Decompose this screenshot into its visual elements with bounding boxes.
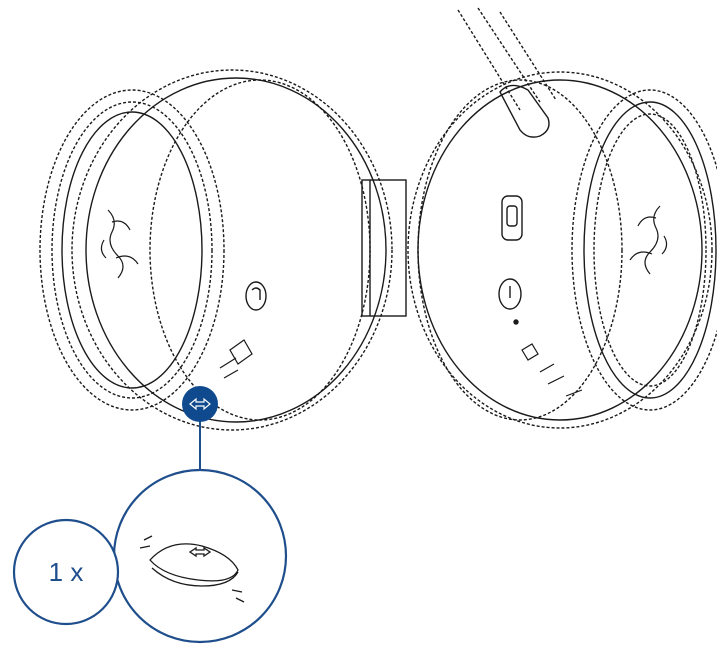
headband <box>457 7 557 138</box>
highlight-leader <box>199 418 202 471</box>
press-count-circle <box>12 518 120 626</box>
left-ear-cup <box>39 69 393 431</box>
left-ports <box>219 339 253 379</box>
left-power-button <box>245 281 267 311</box>
magnified-callout <box>112 468 288 644</box>
slider-switch-icon <box>501 195 523 241</box>
right-vent-markings <box>521 343 583 397</box>
pairing-button-icon <box>139 535 245 603</box>
center-bridge <box>361 179 407 317</box>
right-power-button <box>498 278 522 325</box>
razer-logo-icon <box>629 205 668 275</box>
right-ear-cup <box>407 71 717 429</box>
pairing-button-icon <box>182 386 218 422</box>
razer-logo-icon <box>100 209 139 279</box>
